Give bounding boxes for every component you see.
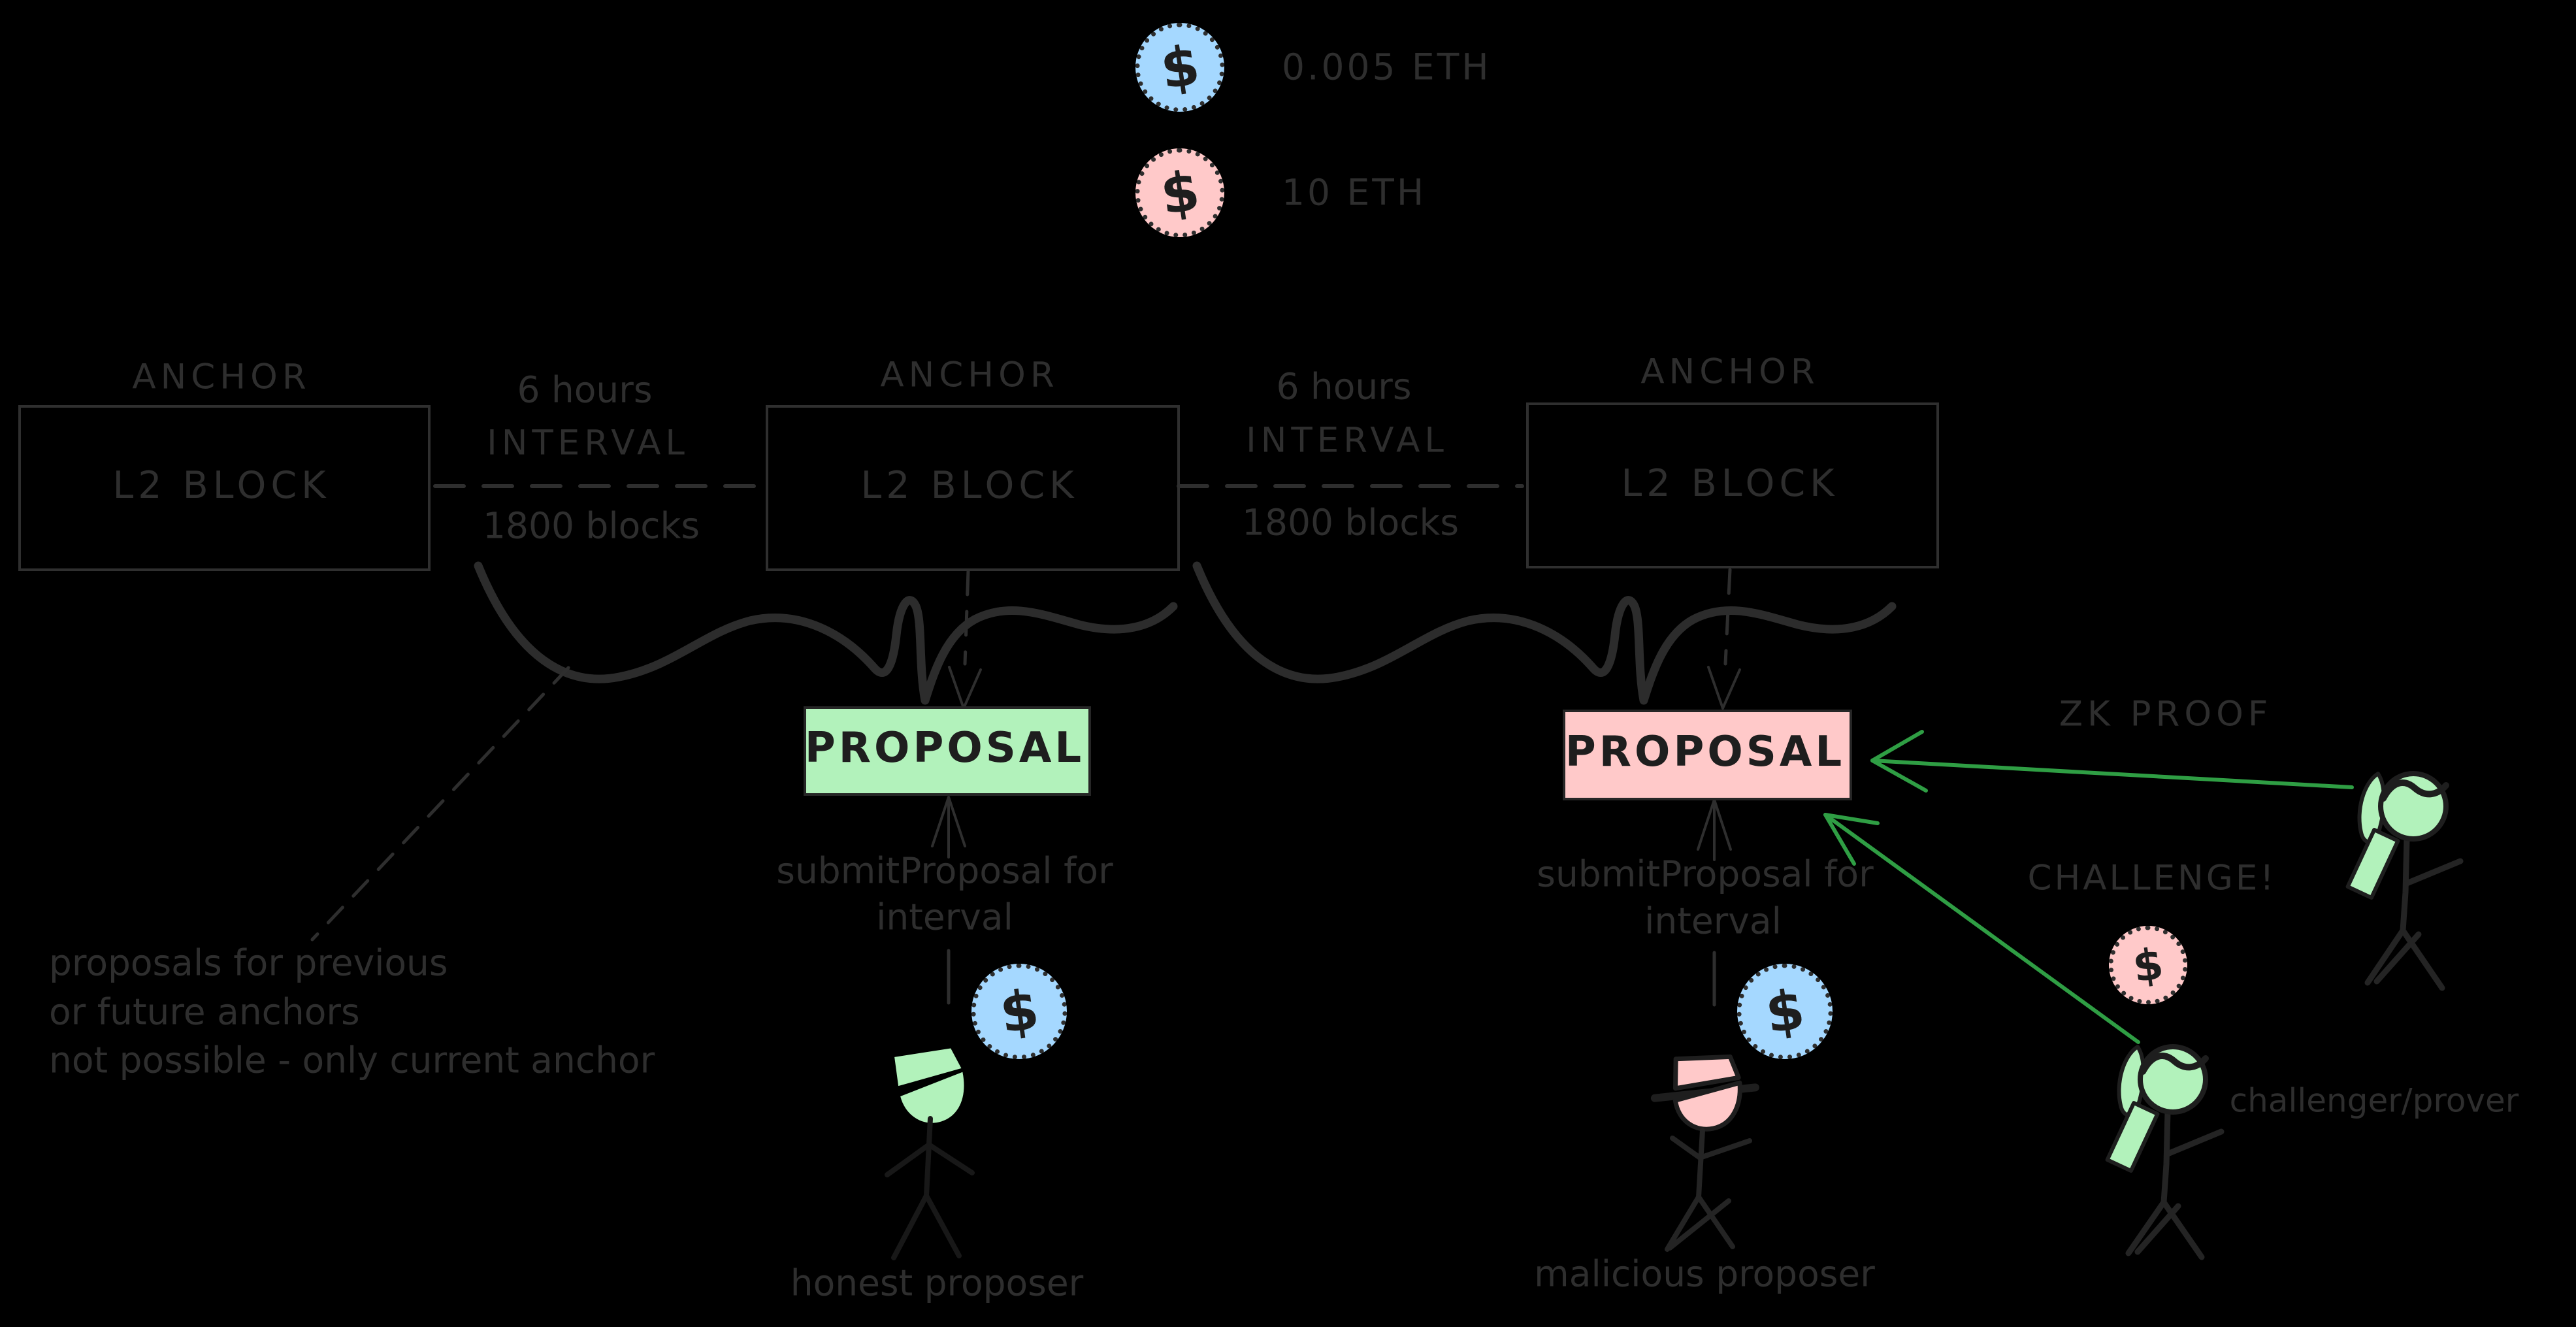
dollar-icon: $ [1761,977,1808,1046]
anchor-block-1 [18,405,431,571]
dollar-icon: $ [996,977,1043,1046]
interval1-duration: 6 hours [517,369,653,411]
challenger-prover-label: challenger/prover [2229,1081,2519,1120]
note-line3: not possible - only current anchor [49,1039,655,1081]
interval-brace-2 [1192,561,1897,705]
honest-proposer-bond-coin: $ [971,964,1067,1059]
submit-call-2-line2: interval [1644,900,1782,942]
malicious-proposer-figure [1650,1054,1759,1252]
submit-arrow-2 [1697,798,1732,861]
interval2-name: INTERVAL [1246,420,1448,461]
zk-proof-arrow [1870,730,2354,793]
honest-proposer-body [885,1116,975,1260]
dollar-icon: $ [1156,158,1203,227]
anchor-block-3 [1526,402,1939,568]
l2-block-label-1: L2 BLOCK [112,464,331,508]
submit-call-1-line1: submitProposal for [776,849,1113,892]
challenger-upper-forearm [2345,828,2400,900]
legend-large-bond-coin: $ [1135,148,1224,237]
l2-block-label-2: L2 BLOCK [860,464,1079,508]
challenge-label: CHALLENGE! [2027,858,2277,898]
challenger-lower-forearm [2105,1101,2160,1173]
malicious-proposer-head [1672,1080,1742,1132]
proposal-box-green [804,706,1091,796]
interval-brace-1 [474,561,1178,705]
interval2-duration: 6 hours [1276,365,1412,408]
honest-proposer-figure [885,1048,975,1260]
interval1-name: INTERVAL [487,423,689,463]
honest-proposer-hat [894,1048,962,1087]
challenge-arrow [1823,813,2140,1044]
malicious-proposer-hat [1673,1054,1741,1091]
interval1-blocks: 1800 blocks [482,504,700,547]
submit-call-1-line2: interval [876,896,1013,938]
zk-proof-label: ZK PROOF [2059,694,2273,734]
challenge-stake-coin: $ [2109,926,2187,1004]
legend-large-bond-label: 10 ETH [1282,171,1427,214]
malicious-proposer-body [1665,1128,1752,1252]
proposal-label-pink: PROPOSAL [1565,728,1846,777]
challenger-upper-hair [2380,779,2449,802]
challenger-lower-head [2138,1044,2208,1115]
dollar-icon: $ [1156,33,1203,102]
note-dashed-line [310,666,570,942]
malicious-proposer-bond-coin: $ [1737,964,1833,1059]
anchor3-to-proposal-dashed-arrow [1707,568,1741,710]
honest-proposer-label: honest proposer [790,1262,1084,1304]
malicious-proposer-label: malicious proposer [1534,1253,1875,1295]
legend-small-bond-label: 0.005 ETH [1282,46,1492,88]
legend-small-bond-coin: $ [1135,23,1224,112]
anchor-title-1: ANCHOR [132,357,311,397]
submit-arrow-1 [931,796,966,859]
anchor2-to-proposal-dashed-arrow [948,569,982,710]
note-line1: proposals for previous [49,942,448,984]
anchor-title-3: ANCHOR [1640,352,1819,392]
challenger-lower-body [2125,1109,2225,1260]
note-line2: or future anchors [49,991,360,1033]
proposal-label-green: PROPOSAL [804,724,1085,773]
challenger-lower-figure [2105,1044,2225,1260]
interval2-blocks: 1800 blocks [1241,501,1459,544]
l2-block-label-3: L2 BLOCK [1621,462,1839,506]
challenger-upper-body [2364,836,2464,991]
anchor-block-2 [766,405,1180,571]
challenger-upper-head [2378,771,2449,842]
anchor-title-2: ANCHOR [880,355,1059,395]
challenger-lower-hair [2140,1053,2209,1075]
honest-proposer-head [900,1072,964,1123]
submit-call-2-line1: submitProposal for [1537,853,1874,895]
challenger-upper-figure [2345,771,2464,991]
dollar-icon: $ [2129,938,2167,992]
proposal-box-pink [1563,710,1852,800]
